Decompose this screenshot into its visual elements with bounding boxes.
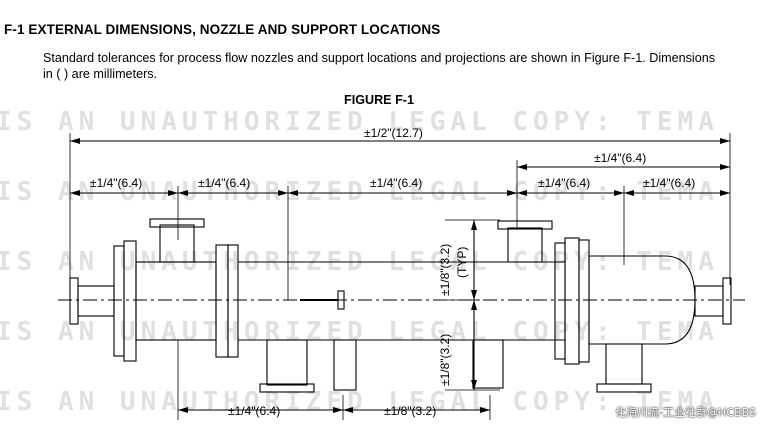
left-channel bbox=[69, 218, 239, 362]
dim-center: ±1/4"(6.4) bbox=[370, 176, 422, 190]
watermark-row: IS AN UNAUTHORIZED LEGAL COPY: TEMA bbox=[0, 317, 719, 347]
dim-right-end: ±1/4"(6.4) bbox=[643, 176, 695, 190]
dim-support-projection: ±1/8"(3.2) bbox=[384, 404, 436, 418]
dim-right-group: ±1/4"(6.4) bbox=[594, 151, 646, 165]
right-head bbox=[497, 220, 732, 393]
dim-support-location: ±1/4"(6.4) bbox=[228, 404, 280, 418]
credit-stamp: 化海川流-工业社群@HCBBS bbox=[615, 406, 756, 419]
dim-nozzle-projection-bottom: ±1/8"(3.2) bbox=[438, 334, 452, 386]
intro-paragraph: Standard tolerances for process flow noz… bbox=[43, 51, 716, 81]
watermark-row: IS AN UNAUTHORIZED LEGAL COPY: TEMA bbox=[0, 107, 719, 137]
typ-note: (TYP) bbox=[455, 247, 469, 278]
watermark: IS AN UNAUTHORIZED LEGAL COPY: TEMA IS A… bbox=[0, 107, 719, 417]
shell bbox=[238, 261, 565, 393]
dim-right-nozzle: ±1/4"(6.4) bbox=[538, 176, 590, 190]
dimension-labels: ±1/2"(12.7) ±1/4"(6.4) ±1/4"(6.4) ±1/4"(… bbox=[90, 126, 695, 418]
watermark-row: IS AN UNAUTHORIZED LEGAL COPY: TEMA bbox=[0, 177, 719, 207]
watermark-row: IS AN UNAUTHORIZED LEGAL COPY: TEMA bbox=[0, 387, 719, 417]
dim-left-end: ±1/4"(6.4) bbox=[90, 176, 142, 190]
section-heading: F-1 EXTERNAL DIMENSIONS, NOZZLE AND SUPP… bbox=[4, 22, 441, 37]
dim-overall-length: ±1/2"(12.7) bbox=[364, 126, 423, 140]
figure-title: FIGURE F-1 bbox=[344, 93, 414, 107]
dim-nozzle-projection-top: ±1/8"(3.2) bbox=[438, 244, 452, 296]
dim-left-nozzle: ±1/4"(6.4) bbox=[198, 176, 250, 190]
